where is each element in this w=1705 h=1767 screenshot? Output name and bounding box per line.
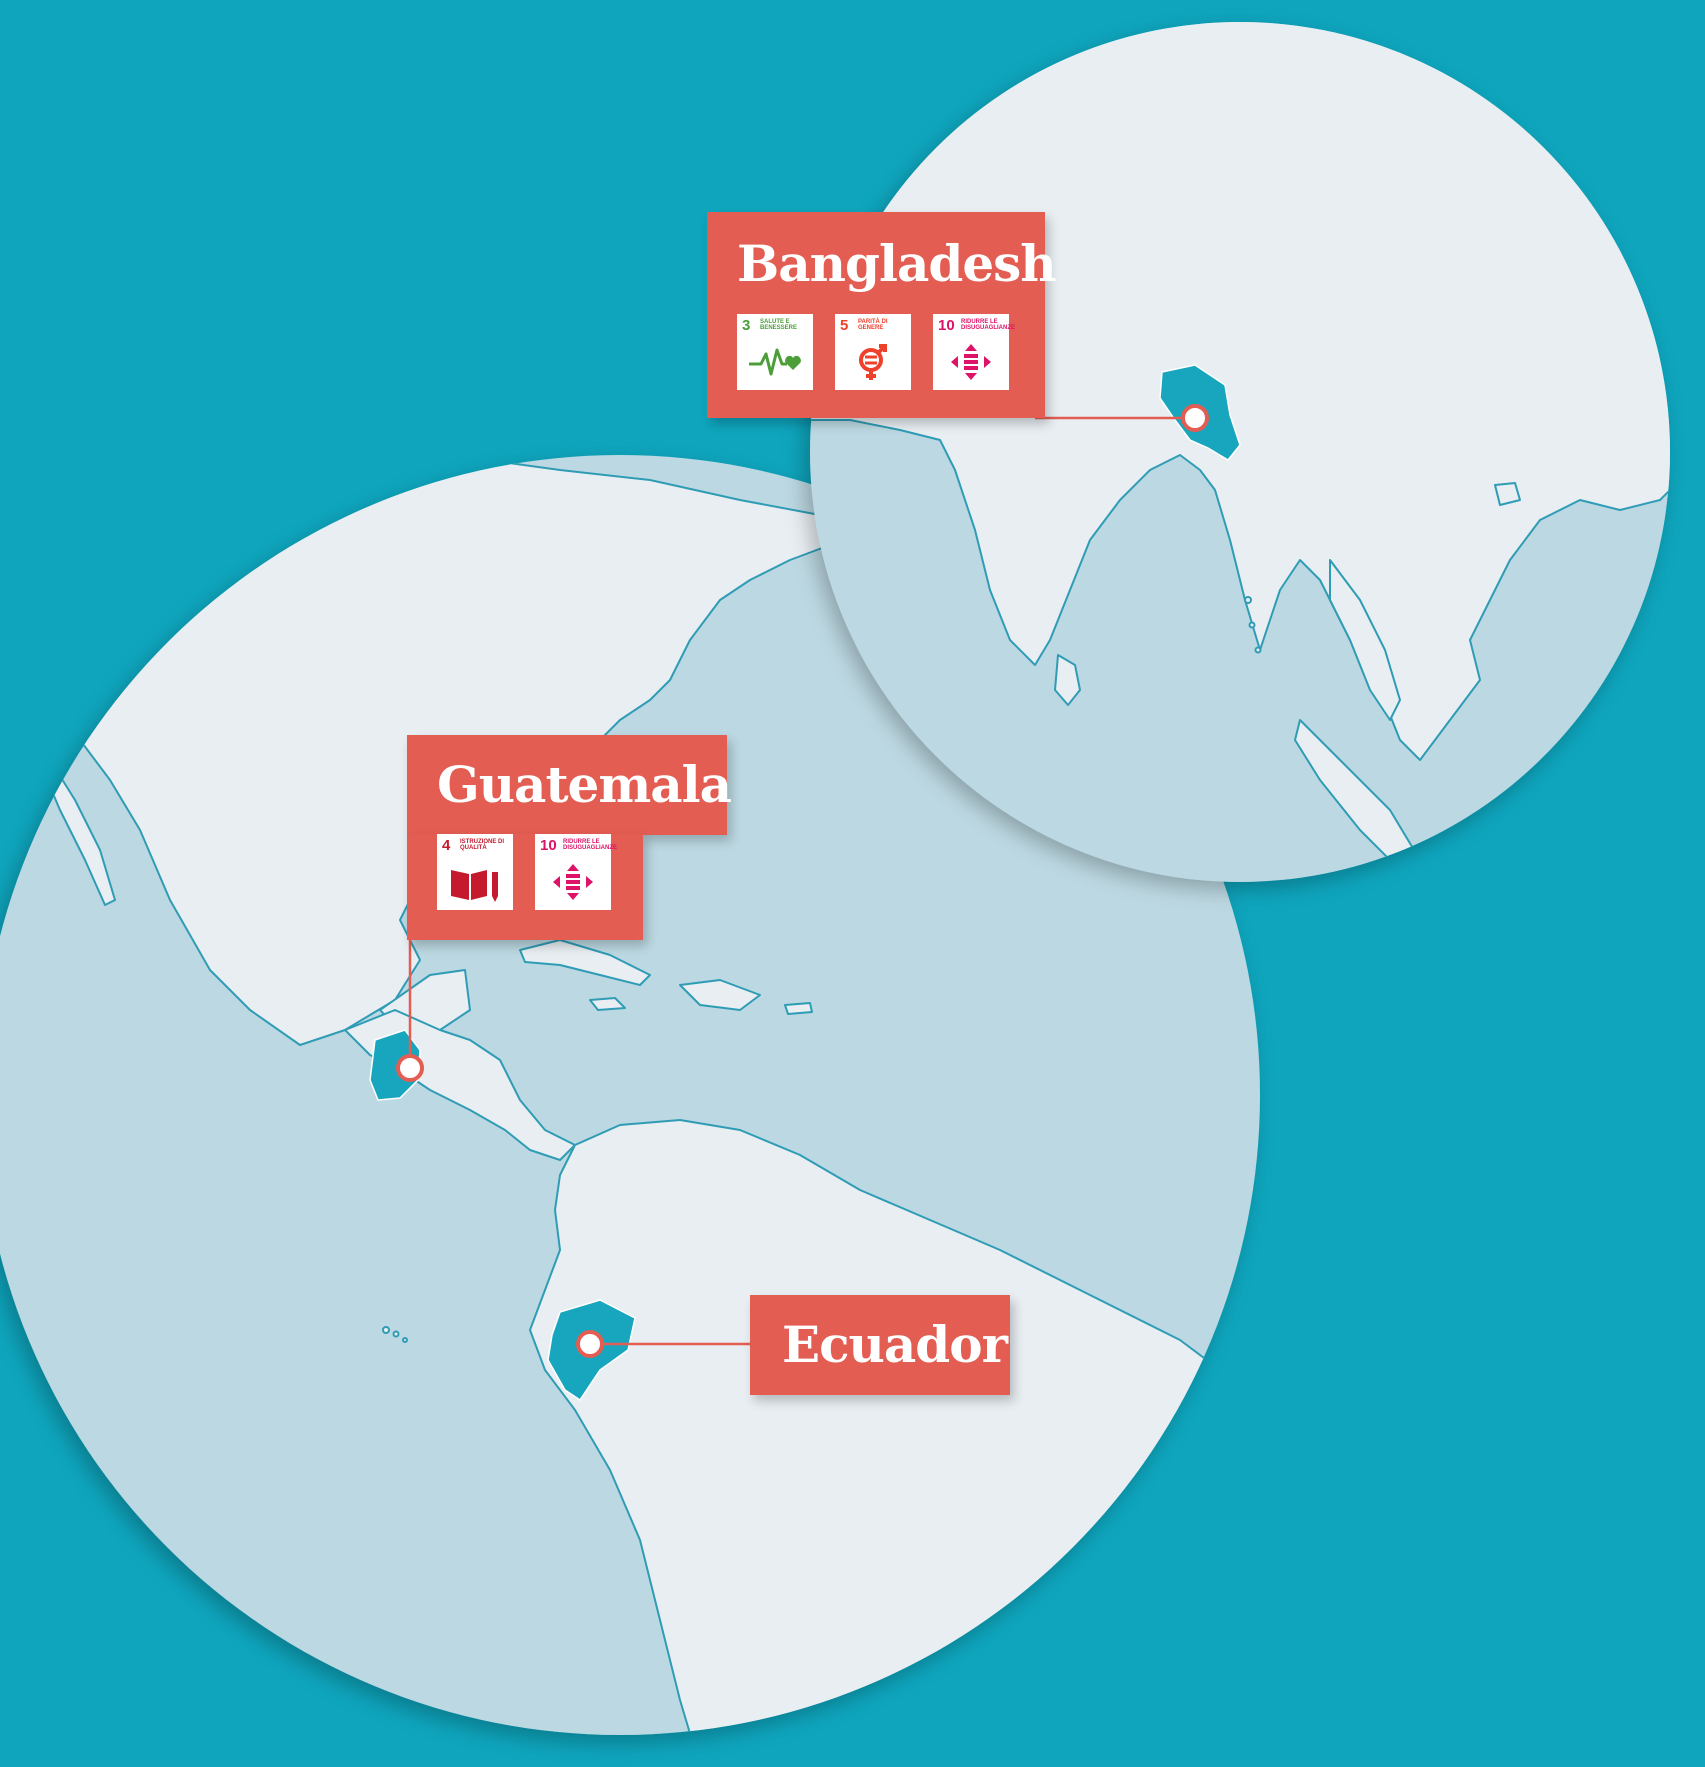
galapagos-islet (392, 1330, 400, 1338)
sdg-4-badge: 4 Istruzione di qualità (437, 834, 513, 910)
andaman-islet (1244, 596, 1252, 604)
sdg-label: Salute e benessere (760, 319, 798, 332)
guatemala-callout[interactable]: Guatemala (407, 735, 732, 835)
indochina-peninsula (1329, 559, 1401, 721)
asia-landmass (810, 22, 1670, 761)
globe-asia (810, 22, 1700, 882)
location-pins (396, 404, 1209, 1358)
ecuador-callout[interactable]: Ecuador (750, 1295, 1010, 1395)
galapagos-islet (402, 1337, 408, 1343)
guatemala-label: Guatemala (437, 755, 732, 814)
sdg-5-badge: 5 Parità di genere (835, 314, 911, 390)
guatemala-sdg-panel: 4 Istruzione di qualità 10 Ridurre le di… (407, 834, 643, 940)
sdg-label: Ridurre le disuguaglianze (961, 319, 1015, 332)
taiwan-landmass (1669, 377, 1670, 411)
sdg-label: Parità di genere (858, 319, 888, 332)
sdg-number: 5 (840, 317, 849, 334)
sdg-3-badge: 3 Salute e benessere (737, 314, 813, 390)
hainan-landmass (1494, 482, 1521, 506)
sdg-10-badge: 10 Ridurre le disuguaglianze (535, 834, 617, 910)
hispaniola-landmass (679, 979, 761, 1011)
bangladesh-pin[interactable] (1181, 404, 1209, 432)
sdg-number: 3 (742, 317, 751, 334)
bangladesh-callout[interactable]: Bangladesh 3 Salute e benessere 5 Parità… (707, 212, 1057, 418)
ecuador-label: Ecuador (782, 1315, 1008, 1374)
jamaica-landmass (589, 997, 626, 1011)
sdg-number: 4 (442, 837, 451, 854)
heartbeat-icon (749, 348, 801, 376)
reduced-inequalities-icon (553, 864, 593, 900)
bangladesh-sdg-icons: 3 Salute e benessere 5 Parità di genere … (737, 314, 1015, 390)
gender-equality-icon (859, 344, 887, 380)
guatemala-country (369, 1029, 421, 1101)
book-pencil-icon (451, 870, 498, 902)
sdg-label: Ridurre le disuguaglianze (563, 839, 617, 852)
philippines-landmass (1678, 490, 1700, 545)
sdg-10-badge: 10 Ridurre le disuguaglianze (933, 314, 1015, 390)
guatemala-pin[interactable] (396, 1054, 424, 1082)
sdg-label: Istruzione di qualità (460, 839, 505, 852)
bangladesh-label: Bangladesh (737, 234, 1057, 293)
ecuador-pin[interactable] (576, 1330, 604, 1358)
reduced-inequalities-icon (951, 344, 991, 380)
andaman-islet (1254, 646, 1262, 654)
sdg-number: 10 (938, 317, 955, 334)
puerto-rico-landmass (784, 1002, 813, 1015)
guatemala-sdg-icons: 4 Istruzione di qualità 10 Ridurre le di… (437, 834, 617, 910)
leader-lines (408, 416, 1195, 1346)
galapagos-islet (382, 1326, 390, 1334)
andaman-islet (1248, 621, 1256, 629)
sdg-number: 10 (540, 837, 557, 854)
cuba-landmass (519, 939, 651, 986)
sri-lanka-landmass (1054, 654, 1081, 706)
